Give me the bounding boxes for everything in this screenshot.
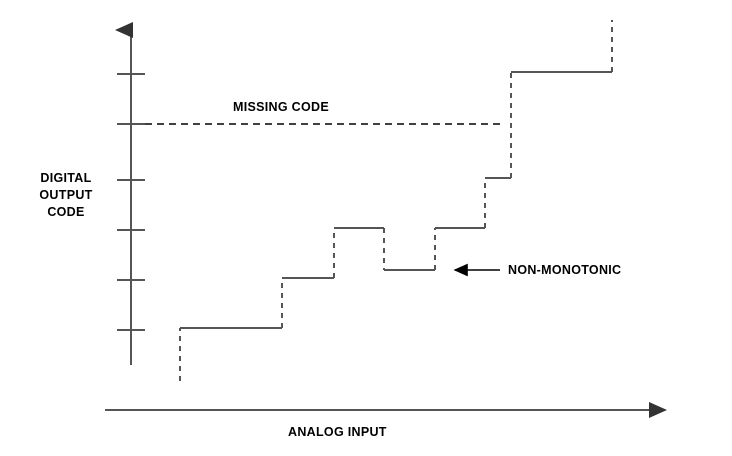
missing-code-label: MISSING CODE (233, 100, 329, 114)
x-axis-label: ANALOG INPUT (288, 425, 387, 439)
staircase-treads (180, 71, 612, 329)
y-axis-label: DIGITAL OUTPUT CODE (39, 171, 93, 219)
non-monotonic-label: NON-MONOTONIC (508, 263, 622, 277)
y-axis-group (115, 22, 145, 365)
staircase-risers (179, 20, 613, 381)
